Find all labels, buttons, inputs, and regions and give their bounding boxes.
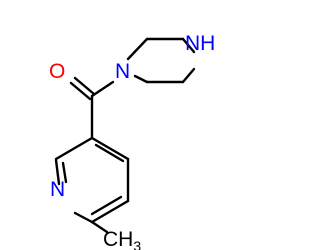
bond-pip-1 — [126, 37, 149, 61]
bond-py-c3-c4 — [90, 136, 130, 161]
bond-pip-4 — [181, 67, 196, 84]
bond-py-c6-n — [73, 211, 94, 224]
methyl-subscript: 3 — [133, 238, 141, 250]
atom-n-pyridine: N — [50, 178, 65, 201]
bond-py-n-c2 — [54, 158, 61, 186]
bond-pip-6 — [133, 74, 149, 84]
bond-py-n-c2-inner — [61, 161, 68, 184]
bond-py-c5-c6 — [90, 199, 130, 224]
methyl-ch: CH — [103, 228, 133, 250]
bond-carbonyl-double-b — [69, 81, 92, 101]
atom-nh-piperazine: NH — [185, 32, 215, 55]
structure-diagram: O N NH N CH3 — [49, 32, 215, 250]
bond-carbonyl-double-a — [73, 76, 96, 96]
bond-methyl — [90, 220, 109, 234]
atom-n-piperazine-amide: N — [115, 60, 130, 83]
bond-py-c3-c4-inner — [94, 143, 125, 163]
bond-pip-3 — [181, 37, 196, 54]
bond-py-c2-c3 — [54, 136, 94, 161]
atom-methyl: CH3 — [103, 228, 141, 250]
bond-carbonyl-n — [90, 80, 115, 98]
atom-o-carbonyl: O — [49, 60, 65, 83]
bond-py-c5-c6-inner — [90, 195, 123, 216]
